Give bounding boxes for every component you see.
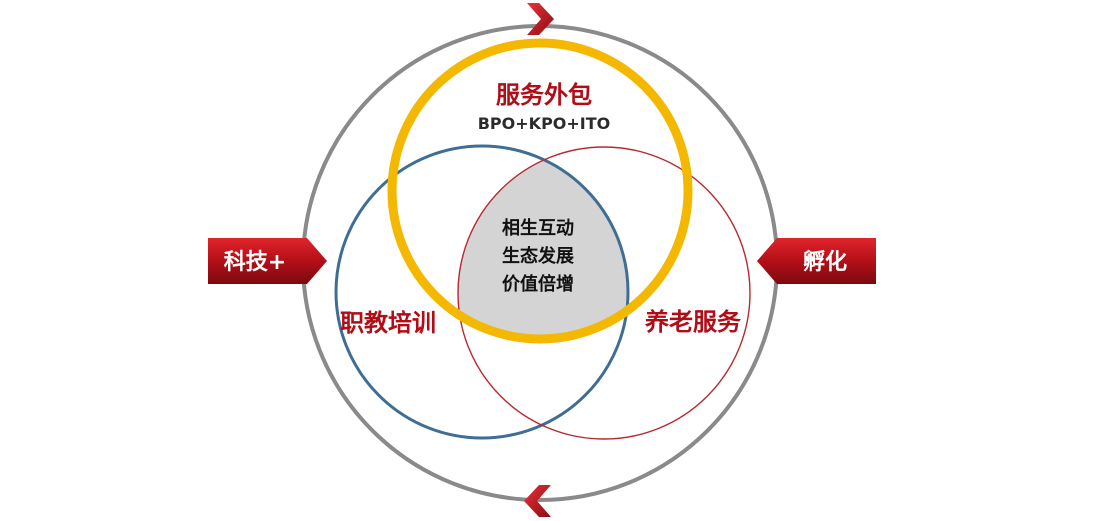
top-chevron-right-icon	[527, 3, 554, 35]
center-line-2: 生态发展	[502, 245, 575, 267]
bottom-chevron-left-icon	[524, 485, 551, 517]
left-arrow-icon	[757, 238, 876, 284]
top-circle-ring	[387, 38, 693, 344]
left-arrow-tag-label: 科技+	[224, 250, 286, 275]
right-arrow-tag-label: 孵化	[803, 249, 847, 275]
center-line-1: 相生互动	[502, 217, 574, 239]
center-line-3: 价值倍增	[502, 273, 574, 295]
right-circle-ring	[457, 146, 751, 440]
left-arrow-tag: 科技+	[208, 238, 327, 284]
top-circle-title: 服务外包	[496, 81, 592, 109]
center-overlap-region	[458, 147, 628, 336]
left-circle-ring	[334, 144, 630, 440]
right-arrow-icon	[208, 238, 327, 284]
right-arrow-tag: 孵化	[757, 238, 876, 284]
right-circle-title: 养老服务	[644, 308, 742, 336]
left-circle-title: 职教培训	[340, 309, 436, 337]
top-circle-subtitle: BPO+KPO+ITO	[478, 114, 611, 133]
